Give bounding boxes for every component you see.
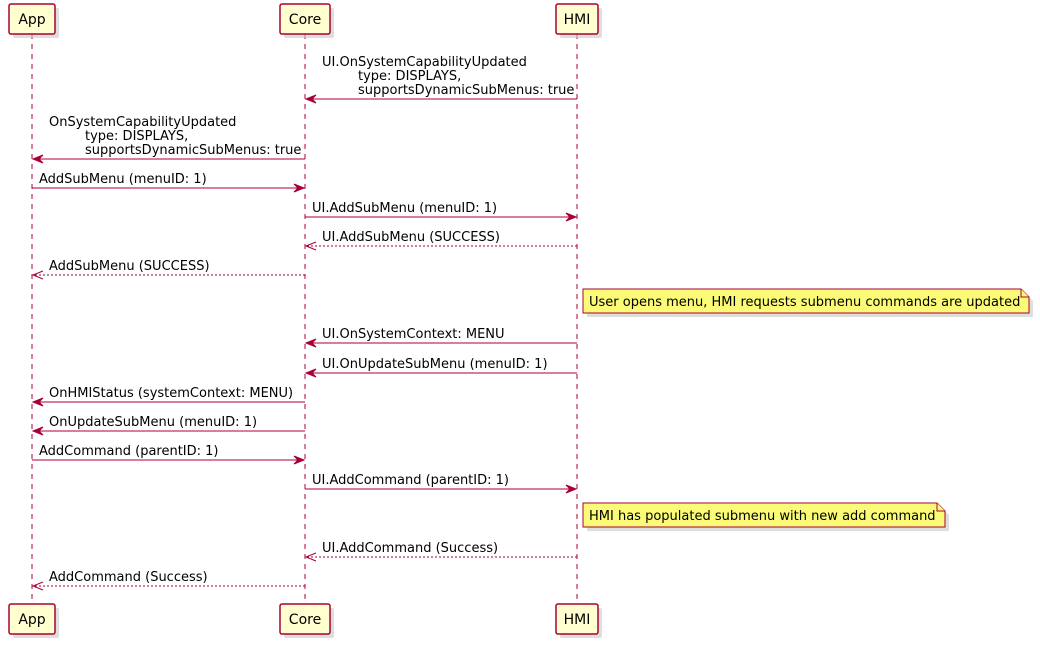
- message-label: OnSystemCapabilityUpdated: [49, 115, 236, 130]
- message-arrow-head: [304, 241, 317, 251]
- message-label: UI.OnSystemCapabilityUpdated: [322, 55, 527, 70]
- participant-app-top[interactable]: App: [8, 3, 59, 38]
- message-arrow-head: [565, 484, 578, 494]
- message-arrow-head: [304, 94, 317, 104]
- message-12: AddCommand (parentID: 1): [32, 444, 306, 465]
- message-15: UI.AddCommand (Success): [304, 541, 577, 562]
- participant-label: App: [18, 612, 45, 628]
- message-arrow-head: [565, 212, 578, 222]
- message-11: OnUpdateSubMenu (menuID: 1): [31, 415, 305, 436]
- participant-hmi-bottom[interactable]: HMI: [555, 603, 602, 638]
- message-5: UI.AddSubMenu (SUCCESS): [304, 230, 577, 251]
- message-label: UI.AddCommand (parentID: 1): [312, 473, 509, 488]
- participant-hmi-top[interactable]: HMI: [555, 3, 602, 38]
- message-arrow-head: [31, 581, 44, 591]
- message-label: supportsDynamicSubMenus: true: [85, 143, 301, 158]
- participant-core-bottom[interactable]: Core: [279, 603, 334, 638]
- participant-label: HMI: [564, 12, 591, 28]
- message-label: AddSubMenu (SUCCESS): [49, 259, 210, 274]
- message-label: UI.AddCommand (Success): [322, 541, 498, 556]
- participant-label: App: [18, 12, 45, 28]
- message-arrow-head: [31, 154, 44, 164]
- message-label: supportsDynamicSubMenus: true: [358, 83, 574, 98]
- participant-label: HMI: [564, 612, 591, 628]
- message-arrow-head: [31, 270, 44, 280]
- message-label: type: DISPLAYS,: [85, 129, 188, 144]
- note: User opens menu, HMI requests submenu co…: [582, 288, 1033, 317]
- message-label: AddCommand (parentID: 1): [39, 444, 219, 459]
- message-arrow-head: [293, 183, 306, 193]
- participant-label: Core: [289, 12, 321, 28]
- participant-label: Core: [289, 612, 321, 628]
- message-arrow-head: [293, 455, 306, 465]
- message-13: UI.AddCommand (parentID: 1): [305, 473, 578, 494]
- note-text: User opens menu, HMI requests submenu co…: [589, 295, 1020, 310]
- participant-app-bottom[interactable]: App: [8, 603, 59, 638]
- message-label: type: DISPLAYS,: [358, 69, 461, 84]
- message-3: AddSubMenu (menuID: 1): [32, 172, 306, 193]
- message-label: UI.OnUpdateSubMenu (menuID: 1): [322, 357, 548, 372]
- message-arrow-head: [304, 552, 317, 562]
- message-8: UI.OnSystemContext: MENU: [304, 327, 577, 348]
- note-text: HMI has populated submenu with new add c…: [589, 509, 936, 524]
- message-arrow-head: [31, 426, 44, 436]
- message-arrow-head: [31, 397, 44, 407]
- message-label: AddSubMenu (menuID: 1): [39, 172, 207, 187]
- message-label: UI.AddSubMenu (SUCCESS): [322, 230, 500, 245]
- message-arrow-head: [304, 368, 317, 378]
- participant-core-top[interactable]: Core: [279, 3, 334, 38]
- message-6: AddSubMenu (SUCCESS): [31, 259, 305, 280]
- message-label: OnUpdateSubMenu (menuID: 1): [49, 415, 257, 430]
- message-label: OnHMIStatus (systemContext: MENU): [49, 386, 293, 401]
- message-9: UI.OnUpdateSubMenu (menuID: 1): [304, 357, 577, 378]
- message-label: UI.OnSystemContext: MENU: [322, 327, 505, 342]
- message-10: OnHMIStatus (systemContext: MENU): [31, 386, 305, 407]
- message-label: UI.AddSubMenu (menuID: 1): [312, 201, 497, 216]
- note: HMI has populated submenu with new add c…: [582, 502, 949, 531]
- message-arrow-head: [304, 338, 317, 348]
- message-16: AddCommand (Success): [31, 570, 305, 591]
- message-4: UI.AddSubMenu (menuID: 1): [305, 201, 578, 222]
- message-label: AddCommand (Success): [49, 570, 208, 585]
